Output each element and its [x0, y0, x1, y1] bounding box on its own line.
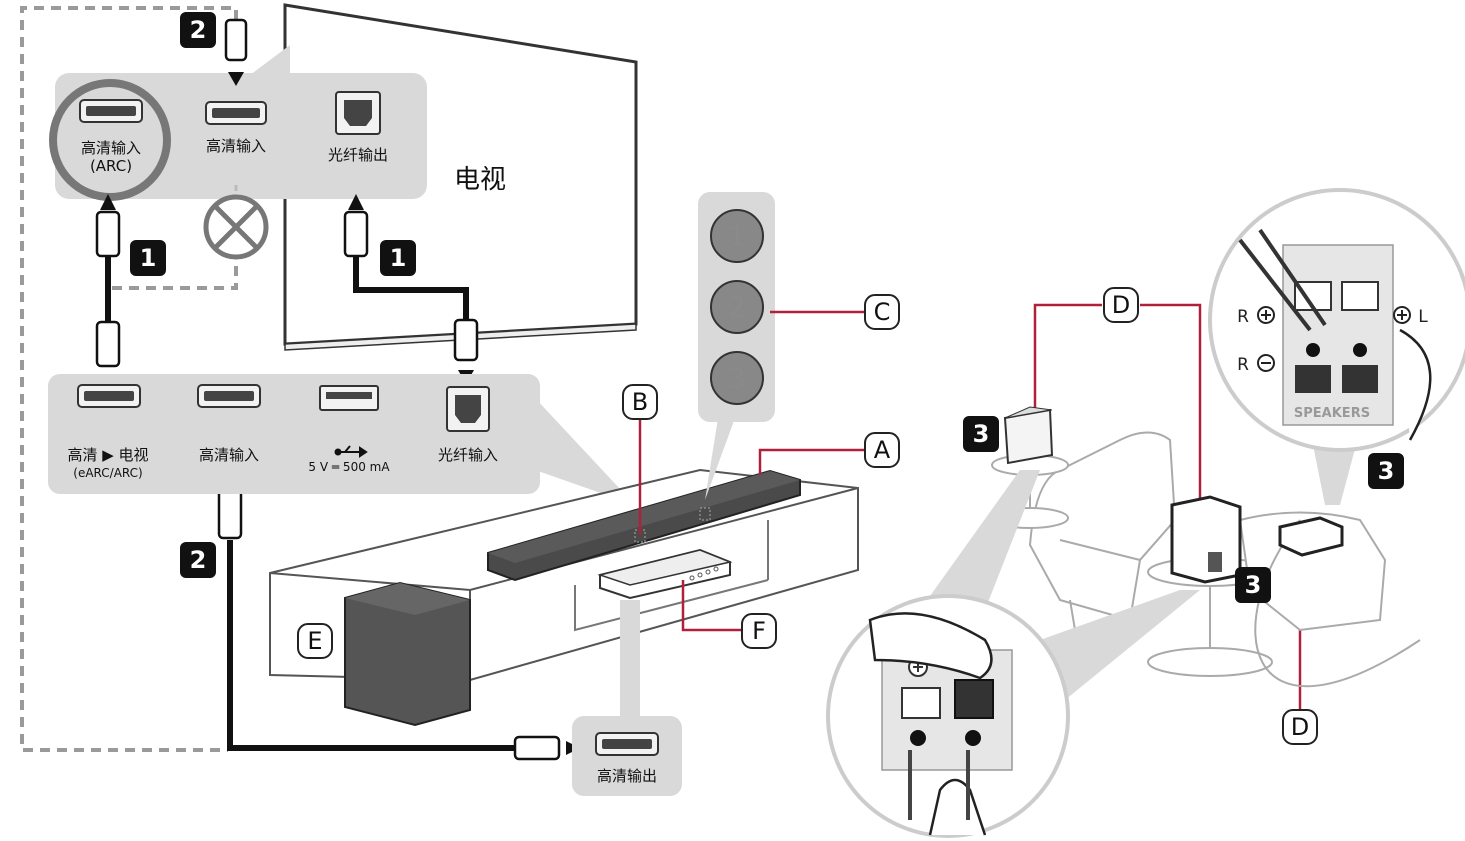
tv-optical-out-label: 光纤输出 [328, 146, 388, 164]
optical-in-port: 光纤输入 [438, 386, 498, 464]
usb-spec-label: 5 V ═ 500 mA [308, 460, 390, 474]
external-device [597, 548, 733, 600]
tv-port-panel: 高清输入 (ARC) 高清输入 光纤输出 [49, 45, 427, 201]
step-badge-1-right: 1 [390, 244, 407, 272]
device-hdmi-out-label: 高清输出 [597, 767, 657, 785]
callout-f: F [752, 617, 766, 645]
soundbar-port-panel: 高清 ▶ 电视 (eARC/ARC) 高清输入 5 V ═ 500 mA 光纤输… [48, 374, 635, 505]
indicator-2: 2 [728, 291, 746, 324]
soundbar-hdmi-in-port: 高清输入 [197, 384, 261, 464]
soundbar [487, 469, 801, 582]
terminal-r-plus-label: R [1237, 307, 1249, 327]
step-badge-2-bottom: 2 [190, 546, 207, 574]
not-recommended-icon [203, 185, 269, 260]
arc-highlight-ring [49, 79, 171, 201]
callout-labels [297, 287, 1318, 745]
callout-e: E [307, 627, 322, 655]
tv-optical-out-port: 光纤输出 [328, 91, 388, 164]
step-badge-3-left: 3 [973, 420, 990, 448]
callout-letters: B A C F E D D [307, 291, 1309, 741]
indicator-3: 3 [728, 362, 746, 395]
tv-hdmi-in-label: 高清输入 [206, 137, 266, 155]
step-badge-1-left: 1 [140, 244, 157, 272]
hdmi-arc-sub: (ARC) [90, 157, 132, 175]
step-badge-2-top: 2 [190, 16, 207, 44]
callout-a: A [874, 436, 891, 464]
step-badge-3-right: 3 [1378, 457, 1395, 485]
indicator-panel: 1 2 3 [698, 192, 775, 500]
callout-c: C [874, 298, 891, 326]
tv-label: 电视 [454, 165, 506, 195]
rear-speaker-right [1170, 495, 1242, 584]
hdmi-arc-label: 高清输入 [81, 139, 141, 157]
step-badges: 2 1 1 2 3 3 3 [130, 12, 1404, 603]
indicator-1: 1 [728, 220, 746, 253]
hdmi-tv-label: 高清 ▶ 电视 [67, 446, 148, 464]
rear-speaker-left [1003, 406, 1054, 465]
callout-d-bottom: D [1291, 713, 1309, 741]
terminal-r-minus-label: R [1237, 355, 1249, 375]
callout-d-top: D [1112, 291, 1130, 319]
device-hdmi-out-panel: 高清输出 [572, 600, 682, 796]
speaker-terminal-closeup: R R L SPEAKERS [1208, 188, 1465, 452]
step-badge-3-middle: 3 [1245, 571, 1262, 599]
cables [105, 255, 520, 751]
optical-in-label: 光纤输入 [438, 446, 498, 464]
terminal-brand-label: SPEAKERS [1294, 406, 1370, 421]
hdmi-tv-earc-port: 高清 ▶ 电视 (eARC/ARC) [67, 384, 149, 480]
hdmi-tv-sub: (eARC/ARC) [73, 466, 142, 480]
terminal-closeup [826, 594, 1070, 838]
alternate-cable-path [20, 6, 238, 752]
wireless-receiver [1278, 516, 1344, 557]
subwoofer [344, 581, 471, 727]
usb-icon [334, 445, 368, 458]
tv-hdmi-in-port: 高清输入 [205, 101, 267, 155]
terminal-l-plus-label: L [1418, 307, 1428, 327]
usb-port: 5 V ═ 500 mA [308, 385, 390, 474]
callout-b: B [632, 388, 648, 416]
hdmi-arc-port: 高清输入 (ARC) [79, 99, 143, 175]
soundbar-hdmi-in-label: 高清输入 [199, 446, 259, 464]
